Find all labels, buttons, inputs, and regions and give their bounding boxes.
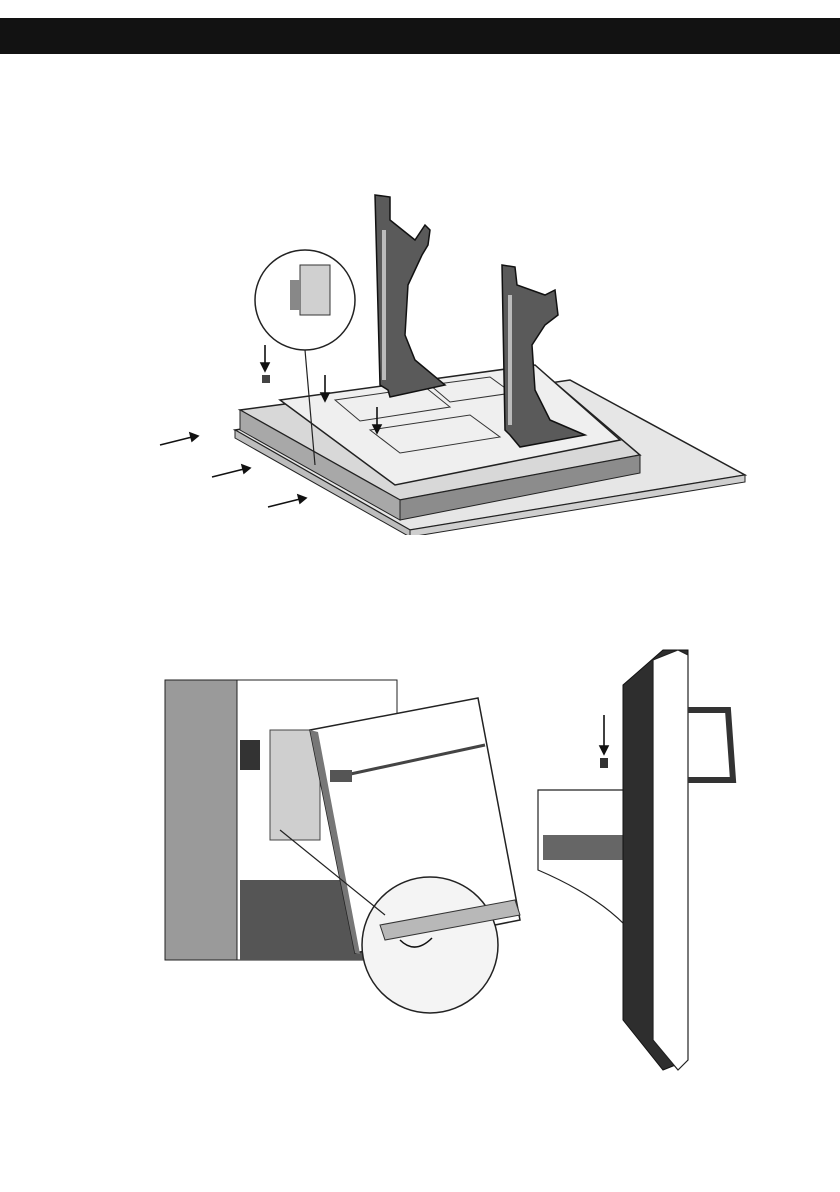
panel-side-mount-detail-figure: [528, 640, 740, 1080]
right-bracket-slot: [508, 295, 512, 425]
drawer-panel-hinge-detail-figure: [160, 670, 530, 1015]
panel-side-mount-illustration: [528, 640, 740, 1080]
clip-part: [262, 375, 270, 383]
arrow-icon: [600, 715, 608, 754]
handle: [688, 710, 733, 780]
header-bar: [0, 18, 840, 54]
interior-component: [270, 730, 320, 840]
drawer-panel-hinge-illustration: [160, 670, 530, 1015]
rod-handle: [330, 770, 352, 782]
side-wall: [165, 680, 237, 960]
screw-part: [600, 758, 608, 768]
interior-component: [240, 740, 260, 770]
detail-part: [300, 265, 330, 315]
panel-front: [653, 650, 688, 1070]
stand-bracket-assembly-illustration: [140, 185, 760, 535]
hinge-magnifier: [362, 877, 498, 1013]
left-bracket-slot: [382, 230, 386, 380]
stand-bracket-assembly-figure: [140, 185, 760, 535]
detail-part: [290, 280, 300, 310]
